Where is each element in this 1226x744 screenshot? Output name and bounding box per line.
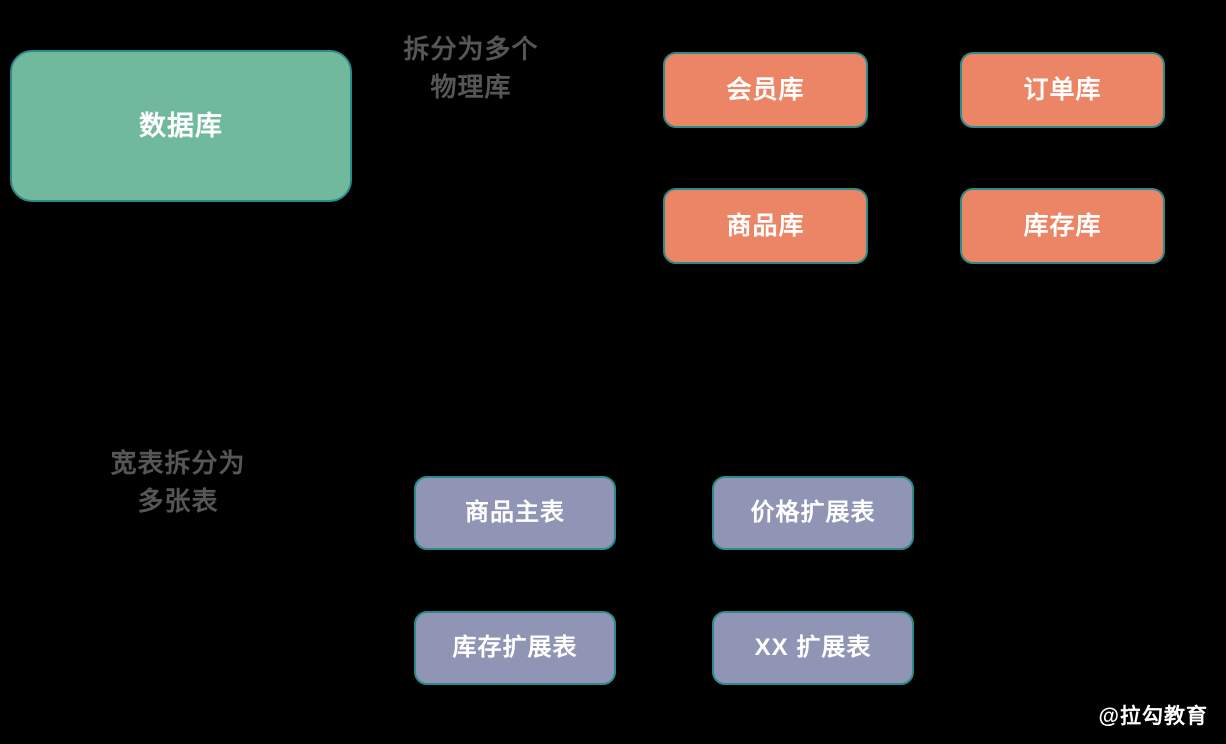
node-database-product[interactable]: 商品库: [663, 188, 868, 264]
node-label: 会员库: [726, 76, 805, 104]
node-label: 数据库: [139, 110, 223, 141]
node-table-inventory-extension[interactable]: 库存扩展表: [414, 611, 616, 685]
watermark: @拉勾教育: [1098, 705, 1208, 728]
caption-split-into-physical-databases: 拆分为多个 物理库: [403, 34, 539, 103]
caption-split-wide-table: 宽表拆分为 多张表: [110, 448, 246, 517]
node-table-xx-extension[interactable]: XX 扩展表: [712, 611, 914, 685]
node-database-member[interactable]: 会员库: [663, 52, 868, 128]
node-label: 商品库: [726, 212, 805, 240]
node-database-order[interactable]: 订单库: [960, 52, 1165, 128]
node-database-source[interactable]: 数据库: [10, 50, 352, 202]
node-database-inventory[interactable]: 库存库: [960, 188, 1165, 264]
node-label: 订单库: [1023, 76, 1102, 104]
node-label: 价格扩展表: [750, 498, 876, 526]
node-table-price-extension[interactable]: 价格扩展表: [712, 476, 914, 550]
node-label: XX 扩展表: [754, 633, 872, 661]
node-label: 库存库: [1023, 212, 1102, 240]
node-label: 商品主表: [465, 498, 565, 526]
node-label: 库存扩展表: [452, 633, 578, 661]
node-table-product-main[interactable]: 商品主表: [414, 476, 616, 550]
